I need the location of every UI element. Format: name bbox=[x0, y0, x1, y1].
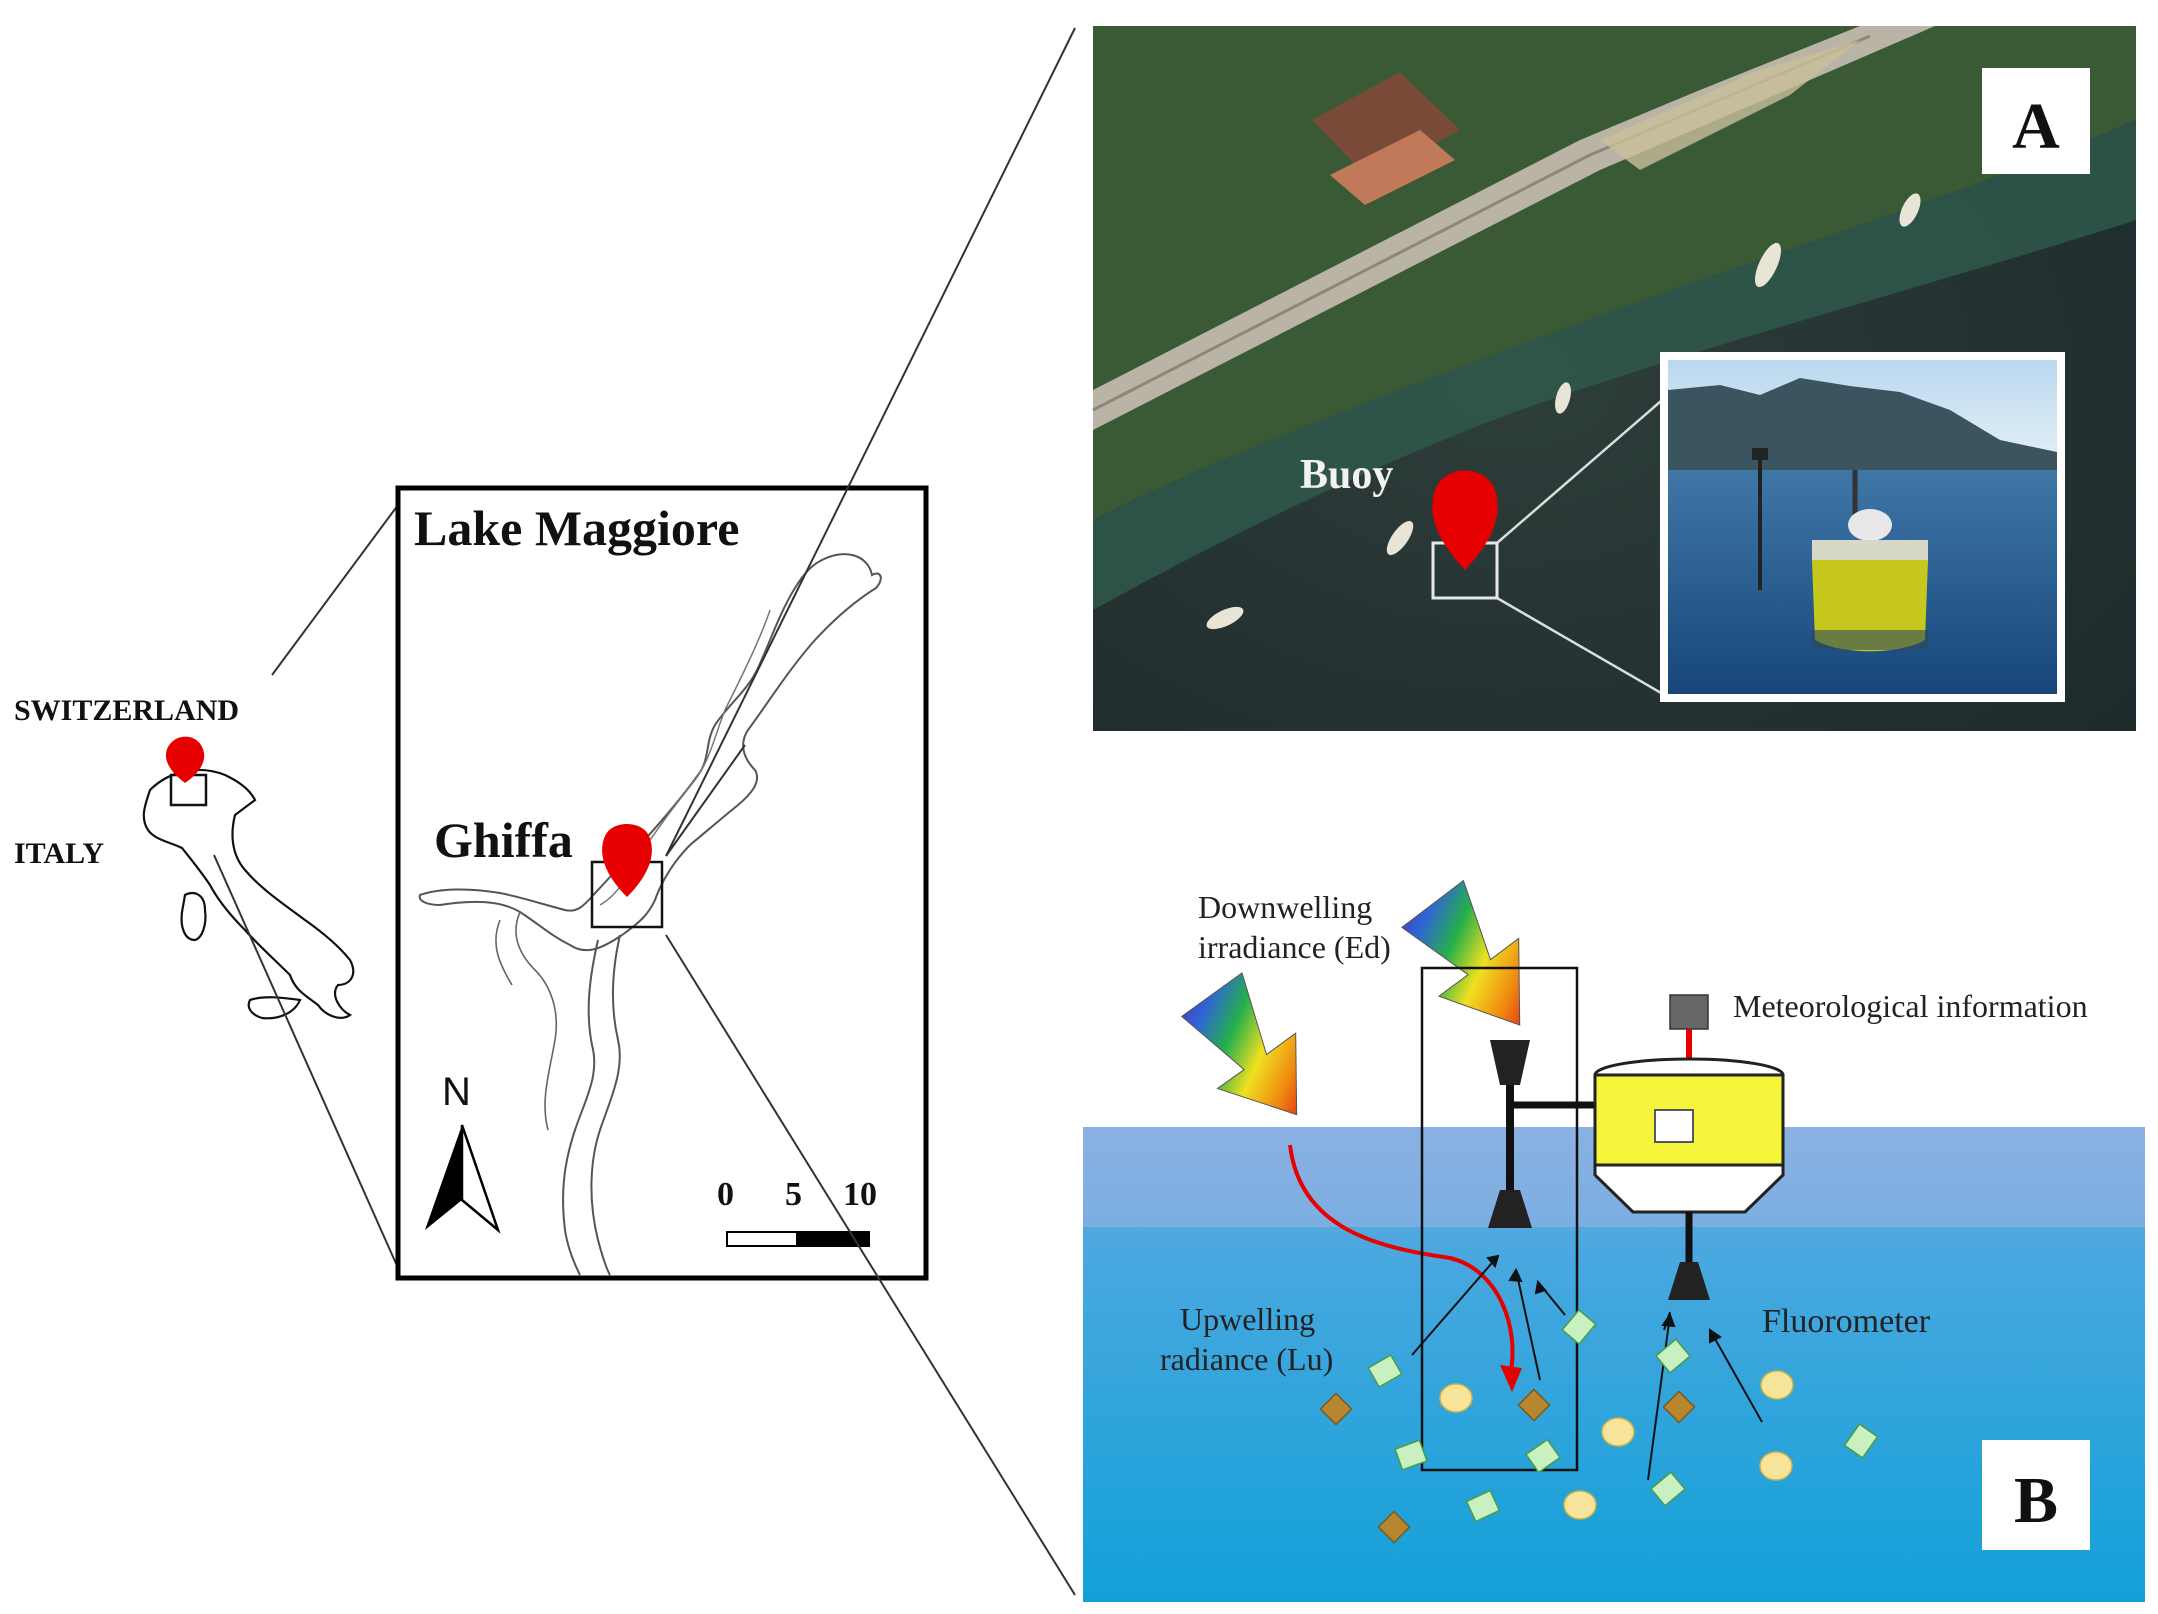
particle bbox=[1367, 1353, 1403, 1389]
downwelling-label-line1: Downwelling bbox=[1198, 889, 1372, 925]
inset-connector-top bbox=[1496, 394, 1669, 544]
aerial-beach bbox=[1600, 40, 1860, 170]
particle bbox=[1759, 1451, 1793, 1481]
sunlight-arrow-right bbox=[1401, 879, 1521, 1026]
lake-west-arm bbox=[495, 911, 558, 1131]
particle bbox=[1561, 1308, 1597, 1346]
north-label: N bbox=[442, 1070, 471, 1114]
buoy-schematic bbox=[1593, 994, 1785, 1300]
sunlight-arrow-left bbox=[1180, 972, 1298, 1116]
north-arrow-right-half bbox=[460, 1124, 501, 1234]
zoom-line-italy-top bbox=[271, 504, 399, 676]
zoom-line-to-panel-b bbox=[665, 934, 1076, 1596]
boat bbox=[1206, 606, 1244, 630]
panel-b-letter-box bbox=[1982, 1440, 2090, 1550]
downwelling-label-line2: irradiance (Ed) bbox=[1198, 929, 1391, 965]
scale-bar: 0 5 10 bbox=[717, 1176, 877, 1247]
panel-a-aerial: Buoy A bbox=[1092, 26, 2136, 731]
particle bbox=[1517, 1388, 1551, 1422]
lake-southern-arm bbox=[562, 934, 621, 1276]
buoy-photo-inset bbox=[1660, 352, 2065, 702]
inset-buoy-shadow bbox=[1812, 630, 1928, 650]
aerial-building-roof-light bbox=[1330, 130, 1455, 205]
signal-arrows bbox=[1411, 1254, 1763, 1481]
particle bbox=[1563, 1490, 1597, 1520]
lake-map: Lake Maggiore Ghiffa N 0 5 10 bbox=[395, 27, 1076, 1596]
north-arrow: N bbox=[425, 1070, 501, 1234]
italy-label: ITALY bbox=[14, 837, 104, 870]
particle bbox=[1662, 1390, 1696, 1424]
boat bbox=[1555, 382, 1571, 414]
lake-outline bbox=[418, 553, 882, 952]
inset-sensor-top bbox=[1752, 448, 1768, 460]
particle bbox=[1843, 1422, 1879, 1460]
fluorometer-sensor bbox=[1668, 1262, 1710, 1300]
zoom-line-italy-bottom bbox=[213, 854, 399, 1269]
particle bbox=[1760, 1370, 1794, 1400]
upwelling-label-line1: Upwelling bbox=[1180, 1301, 1315, 1337]
panel-b-schematic: Downwelling irradiance (Ed) Meteorologic… bbox=[1083, 879, 2145, 1602]
italy-location-marker bbox=[165, 736, 205, 783]
refracted-light-ray-head bbox=[1500, 1365, 1522, 1392]
boat bbox=[1386, 520, 1414, 556]
scale-tick-10: 10 bbox=[843, 1176, 877, 1213]
inset-buoy-body bbox=[1812, 560, 1928, 652]
boat bbox=[1754, 242, 1782, 288]
inset-buoy-top bbox=[1812, 540, 1928, 562]
particle bbox=[1439, 1383, 1473, 1413]
inset-mountains bbox=[1668, 378, 2057, 470]
particles-brown bbox=[1319, 1388, 1696, 1544]
buoy-location-marker bbox=[1432, 470, 1498, 570]
radiance-sensor bbox=[1488, 1190, 1532, 1228]
irradiance-sensor bbox=[1490, 1040, 1530, 1085]
buoy-label: Buoy bbox=[1300, 452, 1393, 498]
particle bbox=[1394, 1439, 1428, 1471]
italy-map: SWITZERLAND ITALY bbox=[14, 504, 399, 1269]
ghiffa-label: Ghiffa bbox=[434, 812, 573, 868]
north-arrow-left-half bbox=[425, 1125, 462, 1230]
particle bbox=[1319, 1392, 1353, 1426]
particle bbox=[1601, 1417, 1635, 1447]
panel-b-letter: B bbox=[2014, 1464, 2058, 1537]
inset-buoy-dome bbox=[1848, 509, 1892, 541]
aerial-boats bbox=[1206, 193, 1921, 630]
sardinia-outline bbox=[180, 892, 207, 942]
upwelling-label-line2: radiance (Lu) bbox=[1160, 1341, 1333, 1377]
scale-segment-white bbox=[726, 1231, 798, 1247]
radiometer-frame bbox=[1420, 966, 1579, 1472]
ghiffa-zoom-connector bbox=[665, 744, 746, 857]
scale-tick-5: 5 bbox=[785, 1176, 802, 1213]
refracted-light-ray bbox=[1288, 1144, 1515, 1376]
inset-connector-bottom bbox=[1496, 596, 1669, 699]
buoy-hull bbox=[1593, 1163, 1785, 1214]
meteo-station bbox=[1669, 994, 1709, 1030]
particle bbox=[1377, 1510, 1411, 1544]
particle bbox=[1649, 1471, 1687, 1507]
fluorometer-label: Fluorometer bbox=[1762, 1303, 1931, 1340]
panel-a-letter-box bbox=[1982, 68, 2090, 174]
buoy-logo bbox=[1654, 1109, 1694, 1143]
aerial-building bbox=[1312, 72, 1460, 180]
scale-segment-black bbox=[796, 1231, 870, 1247]
scale-tick-0: 0 bbox=[717, 1176, 734, 1213]
meteo-label: Meteorological information bbox=[1733, 988, 2088, 1024]
particle bbox=[1654, 1338, 1692, 1374]
particles-green bbox=[1367, 1308, 1879, 1523]
ghiffa-location-marker bbox=[602, 824, 652, 897]
panel-a-letter: A bbox=[2012, 90, 2060, 163]
italy-outline bbox=[142, 768, 355, 1019]
boat bbox=[1899, 193, 1921, 227]
aerial-shallow-water bbox=[1093, 120, 2136, 610]
lake-title: Lake Maggiore bbox=[414, 500, 739, 556]
particle bbox=[1465, 1489, 1501, 1523]
sicily-outline bbox=[247, 996, 302, 1020]
particle bbox=[1524, 1438, 1562, 1474]
switzerland-label: SWITZERLAND bbox=[14, 694, 239, 727]
zoom-line-to-panel-a bbox=[665, 27, 1076, 857]
particles-yellow bbox=[1439, 1370, 1794, 1520]
